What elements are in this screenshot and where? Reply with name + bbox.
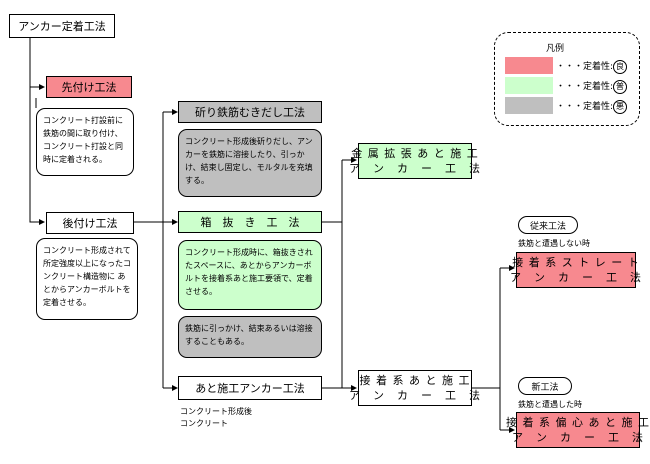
title-label: アンカー定着工法: [18, 20, 106, 33]
boxout-note: コンクリート形成時に、箱抜きされたスペースに、あとからアンカーボルトを接着系あと…: [178, 240, 322, 310]
legend-item-good: ・・・定着性:良: [556, 59, 628, 74]
legend: [494, 32, 640, 126]
new-method-caption: 鉄筋と遭遇した時: [518, 400, 582, 409]
metal-expansion-box: 金 属 拡 張 あ と 施 工 ア ン カ ー 工 法: [349, 143, 480, 179]
conventional-caption: 鉄筋と遭遇しない時: [518, 239, 590, 248]
post-method-label: 後付け工法: [62, 217, 118, 230]
pre-method-box: 先付け工法: [46, 76, 132, 98]
post-install-label: あと施工アンカー工法: [195, 382, 305, 395]
post-install-box: あと施工アンカー工法: [178, 376, 322, 400]
adhesive-label: 接 着 系 あ と 施 工 ア ン カ ー 工 法: [349, 374, 481, 402]
legend-item-average: ・・・定着性:普: [556, 79, 628, 94]
conventional-box: 接 着 系 ス ト レ ー ト ア ン カ ー 工 法: [510, 252, 641, 288]
pre-method-note: コンクリート打設前に鉄筋の間に取り付け、コンクリート打設と同時に定着される。: [36, 108, 134, 176]
legend-item-poor: ・・・定着性:悪: [556, 99, 628, 114]
post-method-note: コンクリート形成されて所定強度以上になったコンクリート構造物に あとからアンカー…: [36, 238, 138, 320]
new-method-box: 接 着 系 偏 心 あ と 施 工 ア ン カ ー 工 法: [506, 412, 649, 448]
metal-expansion-label: 金 属 拡 張 あ と 施 工 ア ン カ ー 工 法: [349, 147, 481, 175]
boxout-box: 箱 抜 き 工 法: [178, 211, 322, 233]
title-box: アンカー定着工法: [9, 14, 115, 38]
legend-grade-good: 良: [613, 59, 628, 74]
chipping-label: 斫り鉄筋むきだし工法: [195, 106, 305, 119]
post-method-box: 後付け工法: [46, 212, 134, 234]
legend-swatch-good: [505, 57, 553, 74]
conventional-label: 接 着 系 ス ト レ ー ト ア ン カ ー 工 法: [510, 256, 642, 284]
legend-grade-average: 普: [613, 79, 628, 94]
legend-swatch-average: [505, 77, 553, 94]
pre-method-label: 先付け工法: [61, 81, 117, 94]
post-install-caption: コンクリート形成後 コンクリート: [180, 407, 252, 428]
conventional-pill: 従来工法: [518, 216, 578, 234]
boxout-label: 箱 抜 き 工 法: [200, 216, 300, 229]
legend-swatch-poor: [505, 97, 553, 114]
chipping-box: 斫り鉄筋むきだし工法: [178, 101, 322, 123]
legend-grade-poor: 悪: [613, 99, 628, 114]
boxout-note-2: 鉄筋に引っかけ、結束あるいは溶接することもある。: [178, 316, 322, 358]
legend-title: 凡例: [546, 44, 565, 54]
adhesive-box: 接 着 系 あ と 施 工 ア ン カ ー 工 法: [349, 370, 480, 406]
chipping-note: コンクリート形成後斫りだし、アンカーを鉄筋に溶接したり、引っかけ、結束し固定し、…: [178, 129, 322, 197]
new-method-pill: 新工法: [518, 377, 572, 395]
new-method-label: 接 着 系 偏 心 あ と 施 工 ア ン カ ー 工 法: [506, 416, 650, 444]
